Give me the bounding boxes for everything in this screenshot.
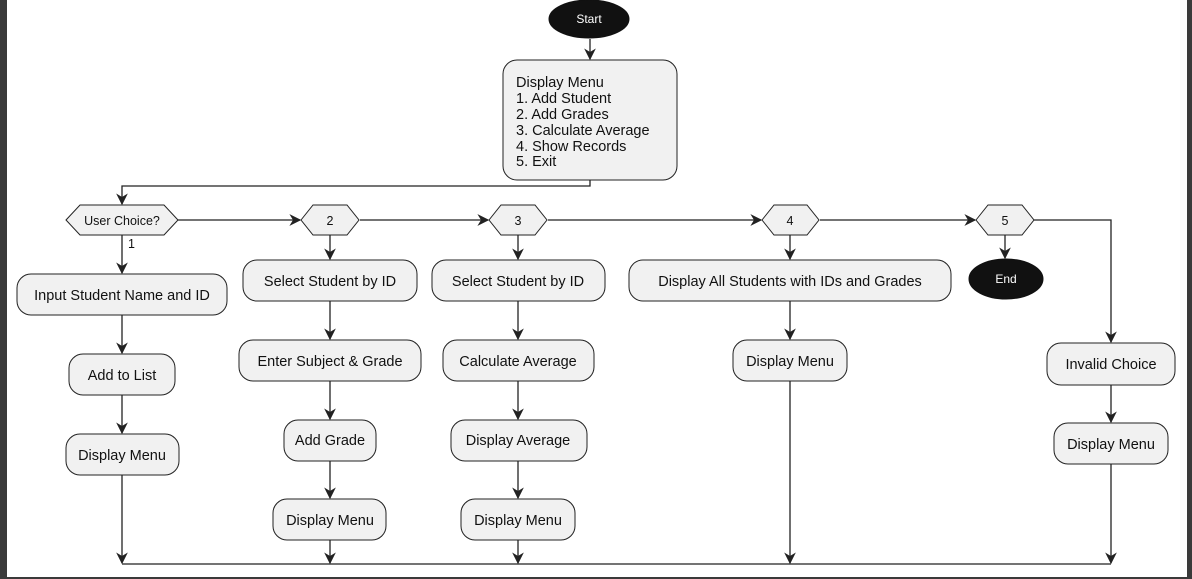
decision-2-label: 2 [327, 214, 334, 228]
branch2-add-node: Add Grade [283, 419, 377, 462]
branch2-select-node: Select Student by ID [242, 259, 418, 302]
menu-line-5: 5. Exit [516, 154, 556, 170]
branch3-select-node: Select Student by ID [431, 259, 606, 302]
default-display-node: Display Menu [1053, 422, 1169, 465]
decision-user-choice-label: User Choice? [84, 214, 160, 228]
default-display-label: Display Menu [1067, 437, 1155, 453]
decision-3: 3 [488, 204, 548, 236]
branch2-enter-node: Enter Subject & Grade [238, 339, 422, 382]
branch4-all-label: Display All Students with IDs and Grades [658, 274, 922, 290]
decision-5-label: 5 [1002, 214, 1009, 228]
branch2-add-label: Add Grade [295, 433, 365, 449]
branch-1-label: 1 [128, 237, 135, 251]
menu-text: Display Menu 1. Add Student 2. Add Grade… [516, 75, 654, 170]
start-node: Start [548, 0, 630, 39]
branch3-select-label: Select Student by ID [452, 274, 584, 290]
branch2-enter-label: Enter Subject & Grade [257, 354, 402, 370]
branch1-input-node: Input Student Name and ID [16, 273, 228, 316]
branch2-select-label: Select Student by ID [264, 274, 396, 290]
branch3-calc-label: Calculate Average [459, 354, 576, 370]
menu-line-2: 2. Add Grades [516, 107, 609, 123]
decision-5: 5 [975, 204, 1035, 236]
menu-line-4: 4. Show Records [516, 139, 626, 155]
invalid-choice-label: Invalid Choice [1065, 357, 1156, 373]
branch1-display-label: Display Menu [78, 448, 166, 464]
menu-line-0: Display Menu [516, 75, 604, 91]
branch4-all-node: Display All Students with IDs and Grades [628, 259, 952, 302]
invalid-choice-node: Invalid Choice [1046, 342, 1176, 386]
branch2-display-label: Display Menu [286, 513, 374, 529]
decision-4-label: 4 [787, 214, 794, 228]
branch3-display-label: Display Menu [474, 513, 562, 529]
display-menu-node: Display Menu 1. Add Student 2. Add Grade… [502, 59, 678, 181]
edge-menu-choice [116, 180, 591, 206]
menu-line-1: 1. Add Student [516, 91, 611, 107]
branch4-display-label: Display Menu [746, 354, 834, 370]
connectors [116, 39, 1117, 565]
decision-3-label: 3 [515, 214, 522, 228]
branch3-calc-node: Calculate Average [442, 339, 595, 382]
branch1-add-node: Add to List [68, 353, 176, 396]
decision-2: 2 [300, 204, 360, 236]
branch2-display-node: Display Menu [272, 498, 387, 541]
start-label: Start [576, 12, 602, 26]
branch3-display-node: Display Menu [460, 498, 576, 541]
branch4-display-node: Display Menu [732, 339, 848, 382]
menu-line-3: 3. Calculate Average [516, 123, 650, 139]
decision-user-choice: User Choice? [65, 204, 179, 236]
decision-4: 4 [761, 204, 820, 236]
branch1-display-node: Display Menu [65, 433, 180, 476]
branch1-input-label: Input Student Name and ID [34, 288, 210, 304]
edge-5-invalid [1034, 219, 1117, 344]
branch1-add-label: Add to List [88, 368, 157, 384]
branch3-show-label: Display Average [466, 433, 571, 449]
end-label: End [995, 272, 1016, 286]
end-node: End [968, 258, 1044, 300]
branch3-show-node: Display Average [450, 419, 588, 462]
